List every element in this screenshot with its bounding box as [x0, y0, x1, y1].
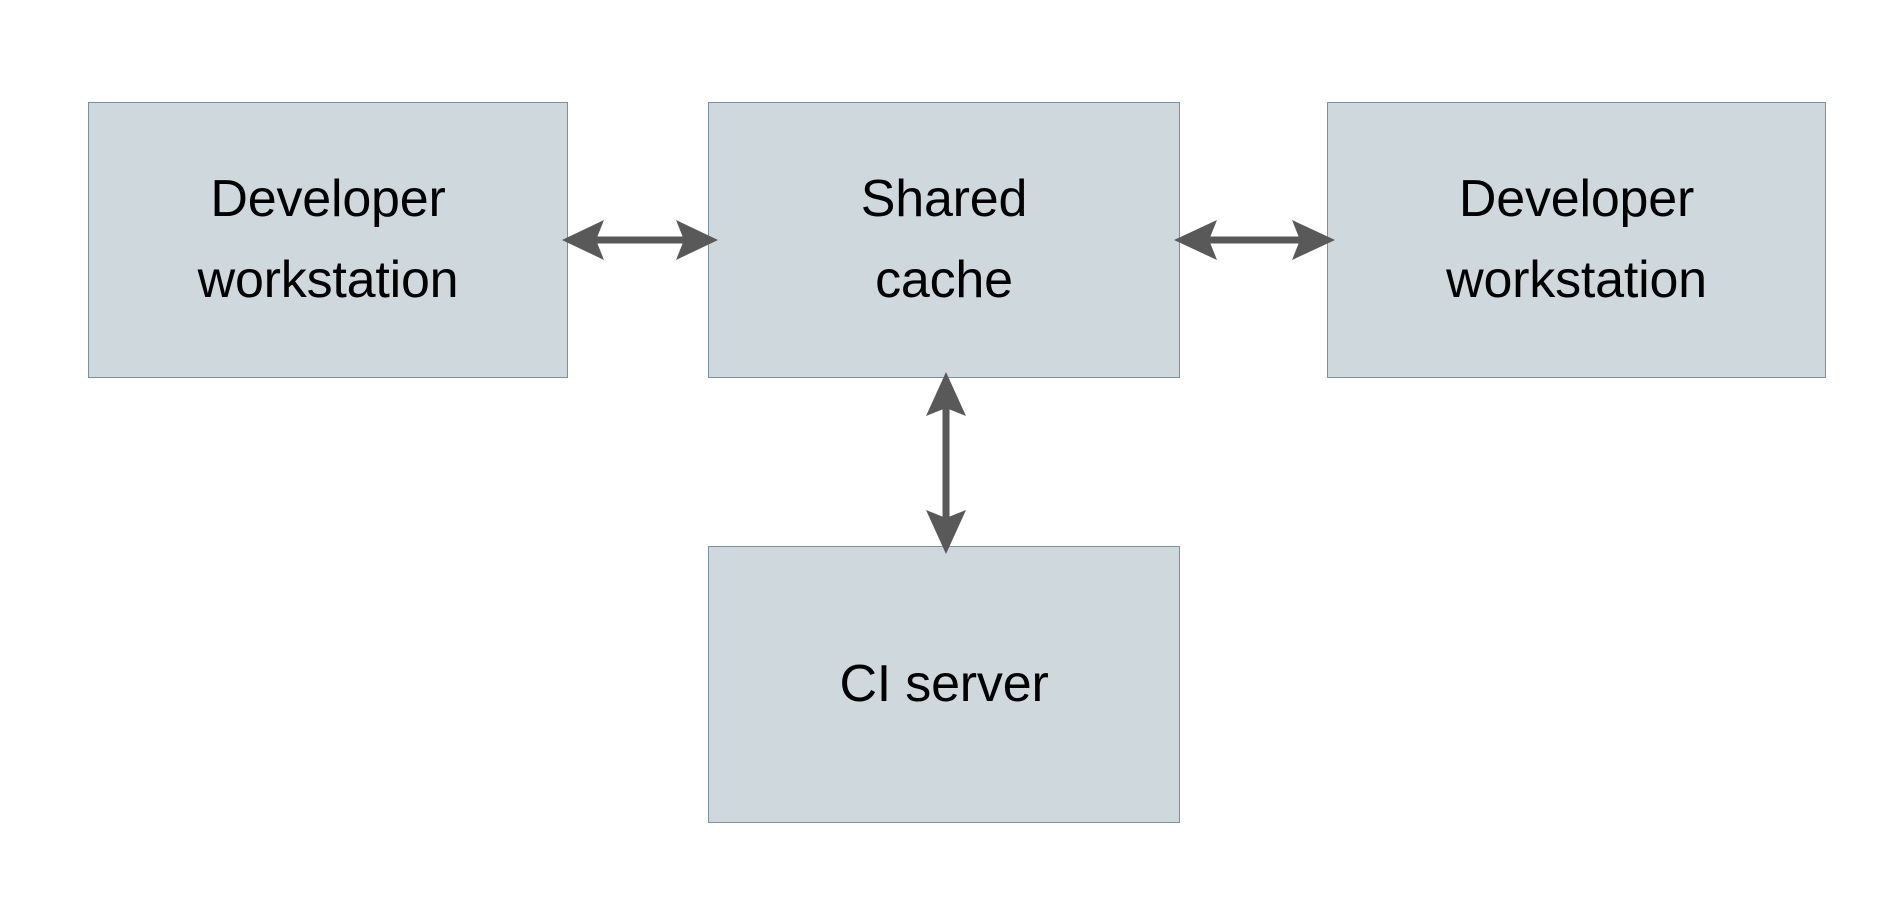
node-ci-server[interactable]: CI server — [708, 546, 1180, 823]
edge-dev-left-to-cache — [562, 220, 718, 260]
node-shared-cache[interactable]: Shared cache — [708, 102, 1180, 378]
node-label: Developer workstation — [197, 170, 459, 309]
node-label: CI server — [839, 655, 1049, 714]
node-developer-workstation-left[interactable]: Developer workstation — [88, 102, 568, 378]
node-label: Developer workstation — [1446, 170, 1707, 309]
edge-cache-to-ci-server — [926, 372, 966, 554]
node-label: Shared cache — [860, 170, 1028, 309]
node-developer-workstation-right[interactable]: Developer workstation — [1327, 102, 1826, 378]
edge-cache-to-dev-right — [1174, 220, 1335, 260]
